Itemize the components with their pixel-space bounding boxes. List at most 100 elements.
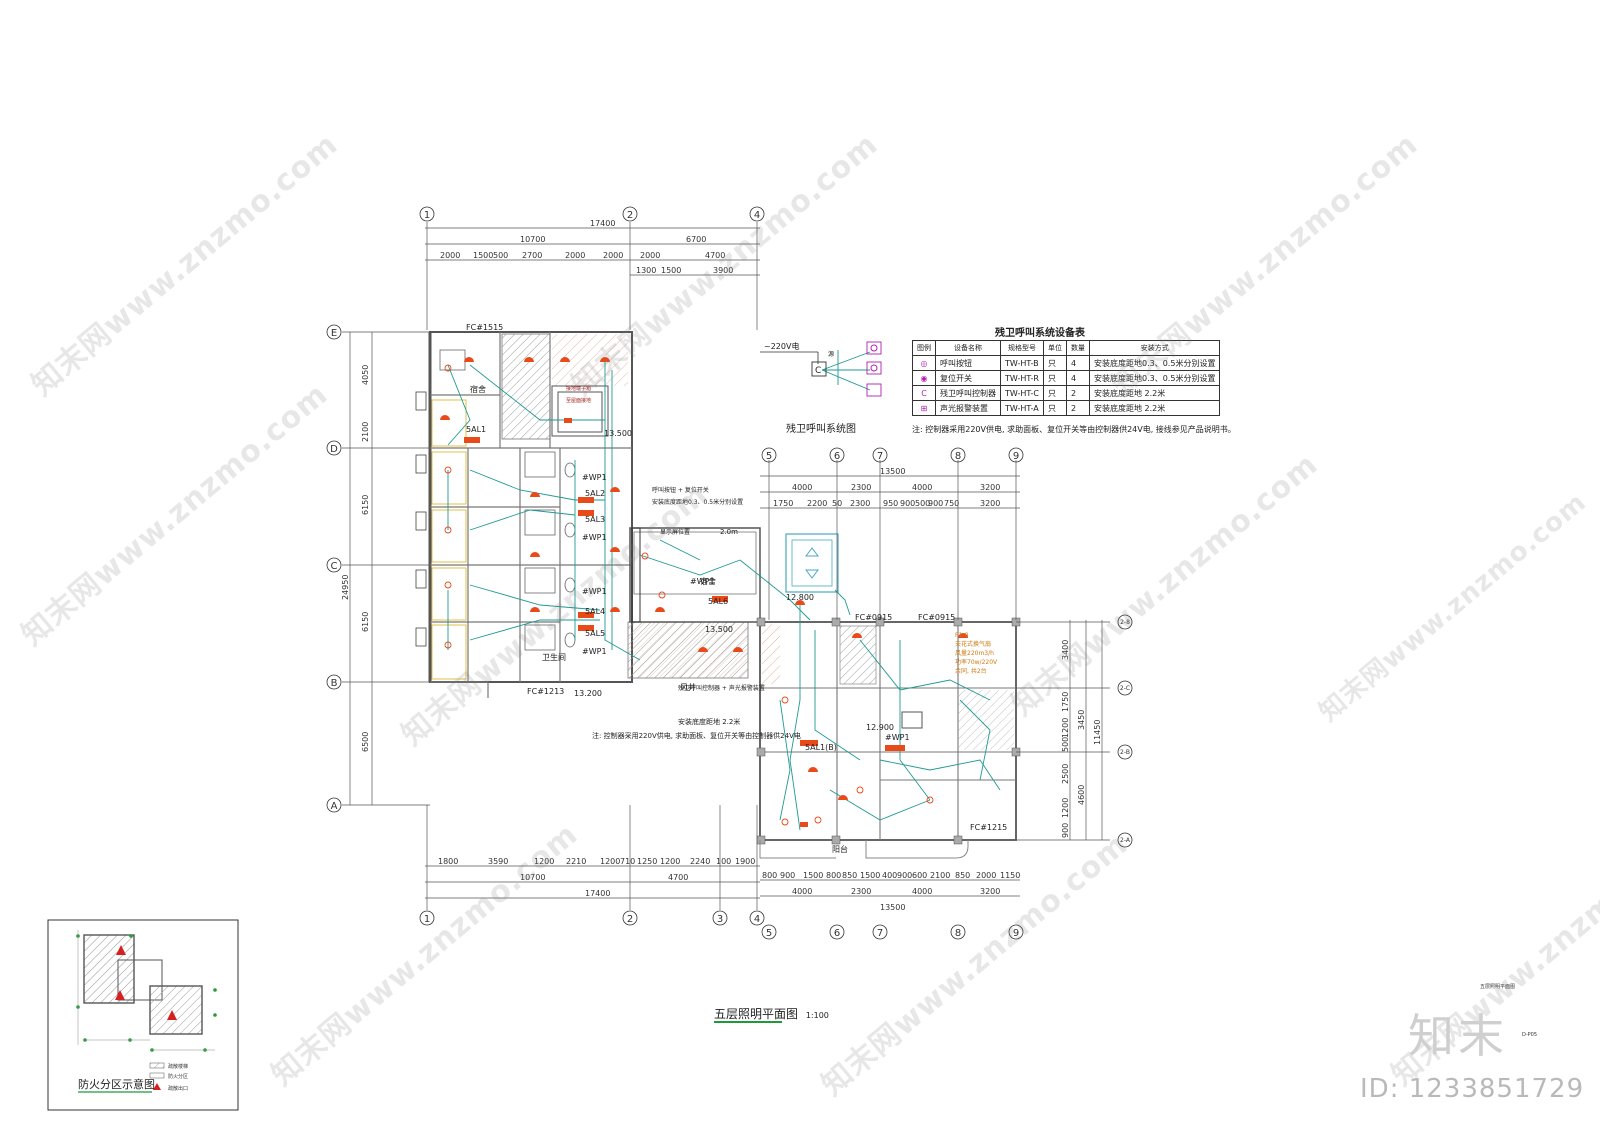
svg-text:4: 4 bbox=[754, 210, 760, 221]
svg-text:5AL6: 5AL6 bbox=[708, 597, 728, 606]
svg-text:4600: 4600 bbox=[1077, 785, 1086, 805]
svg-text:4000: 4000 bbox=[792, 887, 812, 896]
svg-text:1500: 1500 bbox=[803, 871, 823, 880]
svg-text:1200: 1200 bbox=[600, 857, 620, 866]
svg-text:400: 400 bbox=[882, 871, 897, 880]
svg-text:功率70w/220V: 功率70w/220V bbox=[955, 658, 998, 666]
left-dimensions bbox=[342, 331, 430, 806]
svg-text:接地端子箱: 接地端子箱 bbox=[566, 385, 591, 392]
th-symbol: 图例 bbox=[912, 340, 936, 356]
wiring bbox=[447, 350, 1001, 831]
svg-text:#WP1: #WP1 bbox=[582, 647, 607, 656]
svg-text:900: 900 bbox=[900, 499, 915, 508]
svg-text:5AL3: 5AL3 bbox=[585, 515, 605, 524]
svg-text:6500: 6500 bbox=[361, 732, 370, 752]
middle-room bbox=[629, 527, 761, 623]
svg-text:5: 5 bbox=[766, 928, 772, 939]
equipment-table-title: 残卫呼叫系统设备表 bbox=[995, 328, 1085, 339]
svg-text:卫生间: 卫生间 bbox=[542, 652, 566, 662]
svg-text:安装底度距地 2.2米: 安装底度距地 2.2米 bbox=[678, 717, 740, 726]
svg-text:2: 2 bbox=[627, 914, 633, 925]
fan-note: P1-8 天花式换气扇 风量220m3/h 功率70w/220V 余同, 共2台 bbox=[955, 632, 998, 675]
svg-text:10700: 10700 bbox=[520, 235, 545, 244]
table-row: C 残卫呼叫控制器 TW-HT-C 只 2 安装底度距地 2.2米 bbox=[912, 385, 1221, 401]
th-qty: 数量 bbox=[1066, 340, 1090, 356]
right-top-dim-text: 13500 4000 2300 4000 3200 1750 2200 50 2… bbox=[773, 467, 1000, 508]
right-side-dim-text: 3400 3450 1750 1200 500 2500 4600 1200 9… bbox=[1061, 640, 1102, 838]
lighting-fixtures bbox=[440, 357, 968, 827]
table-row: ◉ 复位开关 TW-HT-R 只 4 安装底度距地0.3、0.5米分别设置 bbox=[912, 370, 1221, 386]
top-dimensions bbox=[425, 222, 760, 330]
sheet-code: D-P05 bbox=[1522, 1032, 1537, 1038]
svg-text:850: 850 bbox=[955, 871, 970, 880]
svg-text:3450: 3450 bbox=[1077, 710, 1086, 730]
svg-text:#WP1: #WP1 bbox=[582, 587, 607, 596]
controller-icon: C bbox=[912, 385, 936, 401]
drawing-title: 五层照明平面图 1:100 bbox=[714, 1005, 829, 1022]
svg-text:7: 7 bbox=[877, 451, 883, 462]
svg-text:6: 6 bbox=[834, 928, 840, 939]
svg-text:4000: 4000 bbox=[912, 483, 932, 492]
svg-text:900: 900 bbox=[928, 499, 943, 508]
svg-text:#WP1: #WP1 bbox=[582, 533, 607, 542]
svg-text:2000: 2000 bbox=[440, 251, 460, 260]
svg-text:源: 源 bbox=[828, 350, 834, 358]
svg-text:1500: 1500 bbox=[860, 871, 880, 880]
brand-logo: 知末 bbox=[1408, 1009, 1508, 1063]
svg-text:2-A: 2-A bbox=[1120, 837, 1131, 844]
svg-text:8: 8 bbox=[955, 928, 961, 939]
svg-text:2-C: 2-C bbox=[1120, 685, 1130, 692]
svg-text:2210: 2210 bbox=[566, 857, 586, 866]
title-underline bbox=[714, 1021, 782, 1023]
svg-text:注: 控制器采用220V供电, 求助面板、复位开关等由控制器: 注: 控制器采用220V供电, 求助面板、复位开关等由控制器供24V电 bbox=[592, 731, 801, 740]
svg-text:1: 1 bbox=[424, 210, 430, 221]
svg-text:900: 900 bbox=[1061, 823, 1070, 838]
svg-text:2000: 2000 bbox=[565, 251, 585, 260]
plan-annotations: 5AL2 5AL3 5AL4 5AL5 5AL1 5AL6 5AL1(B) #W… bbox=[466, 323, 1007, 854]
grid-labels-left: E D C B A bbox=[330, 328, 338, 812]
svg-text:1200: 1200 bbox=[660, 857, 680, 866]
right-top-dimensions bbox=[760, 460, 1020, 620]
svg-text:800: 800 bbox=[826, 871, 841, 880]
svg-text:9: 9 bbox=[1013, 451, 1019, 462]
svg-text:2000: 2000 bbox=[640, 251, 660, 260]
svg-text:50: 50 bbox=[832, 499, 842, 508]
svg-text:宿舍: 宿舍 bbox=[700, 576, 716, 586]
svg-text:2500: 2500 bbox=[1061, 764, 1070, 784]
svg-text:FC#1213: FC#1213 bbox=[527, 687, 564, 696]
top-dim-text: 17400 10700 6700 2000 1500 500 2700 2000… bbox=[440, 219, 733, 275]
svg-text:1200: 1200 bbox=[1061, 798, 1070, 818]
th-unit: 单位 bbox=[1043, 340, 1067, 356]
svg-text:1500: 1500 bbox=[661, 266, 681, 275]
svg-text:3400: 3400 bbox=[1061, 640, 1070, 660]
svg-text:13.500: 13.500 bbox=[705, 625, 733, 634]
svg-text:风量220m3/h: 风量220m3/h bbox=[955, 650, 994, 657]
svg-text:B: B bbox=[331, 678, 338, 689]
svg-text:900: 900 bbox=[780, 871, 795, 880]
svg-text:2300: 2300 bbox=[851, 483, 871, 492]
svg-text:FC#0915: FC#0915 bbox=[855, 613, 892, 622]
svg-text:850: 850 bbox=[842, 871, 857, 880]
left-building bbox=[415, 331, 749, 698]
svg-text:6700: 6700 bbox=[686, 235, 706, 244]
svg-text:E: E bbox=[331, 328, 337, 339]
svg-text:100: 100 bbox=[716, 857, 731, 866]
svg-text:13500: 13500 bbox=[880, 467, 905, 476]
svg-text:1500: 1500 bbox=[473, 251, 493, 260]
svg-text:2-B: 2-B bbox=[1120, 749, 1130, 756]
svg-text:800: 800 bbox=[762, 871, 777, 880]
bottom-dim-text: 1800 3590 1200 2210 1200 710 1250 1200 2… bbox=[438, 857, 1020, 912]
svg-text:3: 3 bbox=[717, 914, 723, 925]
drawing-scale: 1:100 bbox=[805, 1011, 829, 1020]
equipment-table-note: 注: 控制器采用220V供电, 求助面板、复位开关等由控制器供24V电, 接线参… bbox=[912, 425, 1236, 434]
svg-text:2.0m: 2.0m bbox=[720, 528, 738, 536]
svg-text:阳台: 阳台 bbox=[832, 844, 848, 854]
svg-text:#WP1: #WP1 bbox=[582, 473, 607, 482]
svg-text:10700: 10700 bbox=[520, 873, 545, 882]
fire-zone-title: 防火分区示意图 bbox=[78, 1077, 155, 1091]
svg-text:900: 900 bbox=[897, 871, 912, 880]
svg-text:2: 2 bbox=[627, 210, 633, 221]
svg-text:2100: 2100 bbox=[361, 422, 370, 442]
svg-text:防火分区: 防火分区 bbox=[168, 1073, 188, 1080]
svg-text:2700: 2700 bbox=[522, 251, 542, 260]
